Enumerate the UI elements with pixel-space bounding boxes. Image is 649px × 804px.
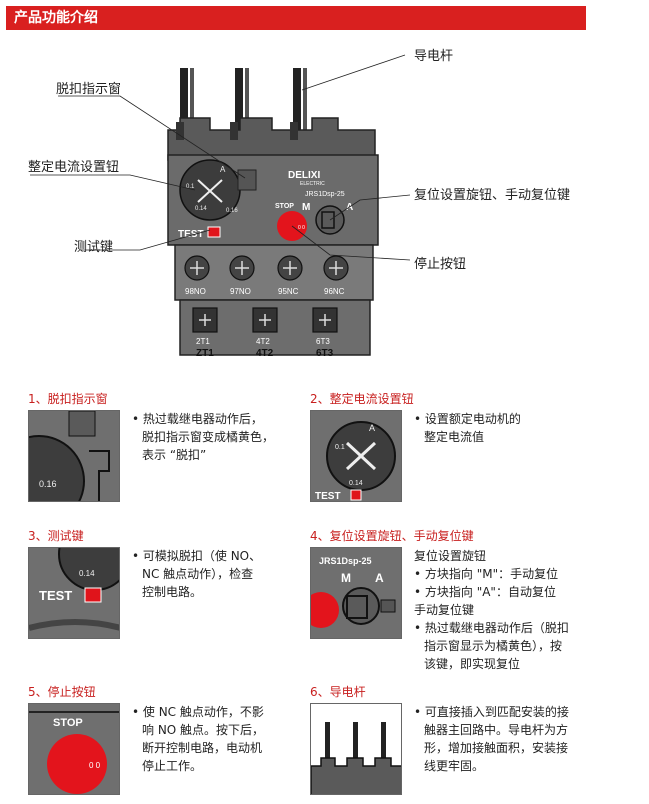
section-header: 产品功能介绍 bbox=[6, 6, 586, 30]
thumb-stop-label: STOP bbox=[53, 717, 83, 729]
svg-text:TEST: TEST bbox=[315, 491, 341, 502]
callout-test-key: 测试键 bbox=[74, 240, 114, 255]
relay-illustration: 0.14 0.16 0.1 A TEST DELIXI ELECTRIC JRS… bbox=[30, 54, 411, 359]
desc-line: 线更牢固。 bbox=[424, 759, 485, 773]
section-title-conductor: 6、导电杆 bbox=[310, 685, 366, 699]
stop-label: STOP bbox=[275, 203, 294, 210]
desc-line: 复位设置旋钮 bbox=[414, 549, 487, 563]
callout-trip-window: 脱扣指示窗 bbox=[56, 82, 122, 97]
mode-m-label: M bbox=[302, 202, 310, 213]
desc-line: 指示窗显示为橘黄色），按 bbox=[424, 639, 563, 653]
mode-a-label: A bbox=[346, 202, 353, 213]
svg-text:0 0: 0 0 bbox=[89, 761, 101, 770]
base-label-2: 6T3 bbox=[316, 348, 334, 359]
thumb-trip-window: 0.16 bbox=[28, 410, 120, 502]
desc-line: 响 NO 触点。按下后， bbox=[142, 723, 265, 737]
dial-value-1: 0.14 bbox=[195, 206, 207, 212]
desc-line: • 方块指向 "M"：手动复位 bbox=[414, 567, 559, 581]
aux-terminal-3: 96NC bbox=[324, 287, 345, 296]
section-title-setting-knob: 2、整定电流设置钮 bbox=[310, 392, 414, 406]
svg-text:0.1: 0.1 bbox=[335, 444, 345, 451]
svg-text:0 0: 0 0 bbox=[298, 225, 305, 231]
svg-text:M: M bbox=[341, 571, 351, 585]
svg-text:0.16: 0.16 bbox=[39, 479, 57, 489]
main-terminal-0: 2T1 bbox=[196, 337, 210, 346]
test-label: TEST bbox=[178, 229, 204, 240]
section-desc-setting-knob: • 设置额定电动机的 整定电流值 bbox=[414, 410, 521, 446]
callout-reset-knob: 复位设置旋钮、手动复位键 bbox=[414, 188, 571, 203]
desc-line: 表示 “脱扣” bbox=[142, 448, 207, 462]
dial-value-4: A bbox=[220, 165, 226, 174]
desc-line: • 可直接插入到匹配安装的接 bbox=[414, 705, 569, 719]
section-title-stop-button: 5、停止按钮 bbox=[28, 685, 96, 699]
desc-line: 该键，即实现复位 bbox=[424, 657, 521, 671]
section-title-test-key: 3、测试键 bbox=[28, 529, 84, 543]
section-desc-conductor: • 可直接插入到匹配安装的接 触器主回路中。导电杆为方 形，增加接触面积，安装接… bbox=[414, 703, 569, 775]
model-label: JRS1Dsp-25 bbox=[305, 191, 345, 198]
thumb-setting-knob: A 0.1 0.14 TEST bbox=[310, 410, 402, 502]
desc-line: 手动复位键 bbox=[414, 603, 475, 617]
main-terminal-2: 6T3 bbox=[316, 337, 330, 346]
desc-line: 断开控制电路，电动机 bbox=[142, 741, 263, 755]
base-label-1: 4T2 bbox=[256, 348, 274, 359]
main-terminal-1: 4T2 bbox=[256, 337, 270, 346]
section-desc-trip-window: • 热过载继电器动作后， 脱扣指示窗变成橘黄色， 表示 “脱扣” bbox=[132, 410, 274, 464]
desc-line: • 热过载继电器动作后（脱扣 bbox=[414, 621, 569, 635]
aux-terminal-0: 98NO bbox=[185, 287, 206, 296]
base-label-0: ZT1 bbox=[196, 348, 214, 359]
thumb-reset-knob: JRS1Dsp-25 M A bbox=[310, 547, 402, 639]
svg-text:0.14: 0.14 bbox=[349, 480, 363, 487]
section-title-trip-window: 1、脱扣指示窗 bbox=[28, 392, 108, 406]
desc-line: • 使 NC 触点动作，不影 bbox=[132, 705, 264, 719]
desc-line: • 热过载继电器动作后， bbox=[132, 412, 263, 426]
desc-line: 停止工作。 bbox=[142, 759, 203, 773]
desc-line: 脱扣指示窗变成橘黄色， bbox=[142, 430, 275, 444]
desc-line: • 方块指向 "A"：自动复位 bbox=[414, 585, 556, 599]
dial-value-2: 0.16 bbox=[226, 208, 238, 214]
thumb-conductor bbox=[310, 703, 402, 795]
svg-text:TEST: TEST bbox=[39, 588, 72, 603]
thumb-model-label: JRS1Dsp-25 bbox=[319, 556, 372, 566]
svg-text:A: A bbox=[375, 571, 384, 585]
aux-terminal-1: 97NO bbox=[230, 287, 251, 296]
brand-sub: ELECTRIC bbox=[300, 181, 325, 187]
section-desc-stop-button: • 使 NC 触点动作，不影 响 NO 触点。按下后， 断开控制电路，电动机 停… bbox=[132, 703, 264, 775]
section-desc-reset-knob: 复位设置旋钮 • 方块指向 "M"：手动复位 • 方块指向 "A"：自动复位 手… bbox=[414, 547, 569, 673]
desc-line: • 可模拟脱扣（使 NO、 bbox=[132, 549, 262, 563]
thumb-test-key: 0.14 TEST bbox=[28, 547, 120, 639]
callout-stop-button: 停止按钮 bbox=[414, 257, 467, 272]
section-title-reset-knob: 4、复位设置旋钮、手动复位键 bbox=[310, 529, 474, 543]
callout-setting-knob: 整定电流设置钮 bbox=[28, 160, 120, 175]
svg-text:A: A bbox=[369, 423, 375, 433]
desc-line: 整定电流值 bbox=[424, 430, 485, 444]
desc-line: • 设置额定电动机的 bbox=[414, 412, 521, 426]
svg-text:0.14: 0.14 bbox=[79, 569, 95, 578]
brand-logo: DELIXI bbox=[288, 170, 320, 181]
thumb-stop-button: STOP 0 0 bbox=[28, 703, 120, 795]
callout-conductor: 导电杆 bbox=[414, 49, 454, 64]
dial-value-0: 0.1 bbox=[186, 184, 195, 190]
desc-line: NC 触点动作），检查 bbox=[142, 567, 254, 581]
desc-line: 形，增加接触面积，安装接 bbox=[424, 741, 569, 755]
section-desc-test-key: • 可模拟脱扣（使 NO、 NC 触点动作），检查 控制电路。 bbox=[132, 547, 261, 601]
desc-line: 控制电路。 bbox=[142, 585, 203, 599]
aux-terminal-2: 95NC bbox=[278, 287, 299, 296]
desc-line: 触器主回路中。导电杆为方 bbox=[424, 723, 569, 737]
